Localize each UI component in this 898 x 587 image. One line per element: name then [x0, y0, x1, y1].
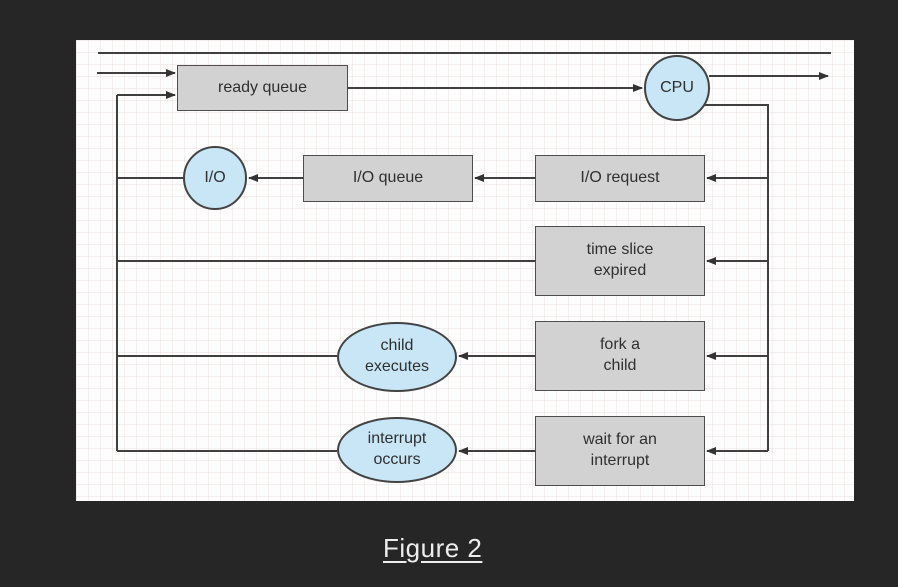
node-wait-line1: wait for an — [583, 431, 657, 449]
node-cpu: CPU — [644, 55, 710, 121]
node-fork-a-child: fork a child — [535, 321, 705, 391]
node-fork-line1: fork a — [599, 336, 640, 354]
node-io-request-label: I/O request — [580, 169, 660, 187]
node-interrupt-occurs-line2: occurs — [373, 451, 421, 468]
node-interrupt-occurs-line1: interrupt — [367, 430, 427, 448]
node-time-slice-expired: time slice expired — [535, 226, 705, 296]
node-io-label: I/O — [204, 168, 226, 186]
node-cpu-label: CPU — [660, 78, 694, 96]
node-time-slice-line1: time slice — [586, 241, 654, 259]
node-fork-line2: child — [603, 357, 637, 374]
node-wait-for-an-interrupt: wait for an interrupt — [535, 416, 705, 486]
node-child-executes-line2: executes — [364, 358, 430, 375]
edge-cpu-down-rail — [704, 104, 769, 451]
diagram-panel: ready queue CPU I/O I/O queue I/O reques… — [76, 40, 854, 501]
node-io-queue: I/O queue — [303, 155, 473, 202]
node-wait-line2: interrupt — [590, 452, 650, 469]
node-io-request: I/O request — [535, 155, 705, 202]
node-child-executes: child executes — [337, 322, 457, 392]
node-interrupt-occurs: interrupt occurs — [337, 417, 457, 483]
node-time-slice-line2: expired — [593, 262, 647, 279]
node-io: I/O — [183, 146, 247, 210]
figure-caption: Figure 2 — [383, 533, 483, 563]
node-child-executes-line1: child — [380, 337, 414, 355]
node-io-queue-label: I/O queue — [352, 169, 424, 187]
node-ready-queue-label: ready queue — [218, 78, 307, 96]
connector-lines — [97, 52, 831, 455]
node-ready-queue: ready queue — [177, 65, 348, 111]
